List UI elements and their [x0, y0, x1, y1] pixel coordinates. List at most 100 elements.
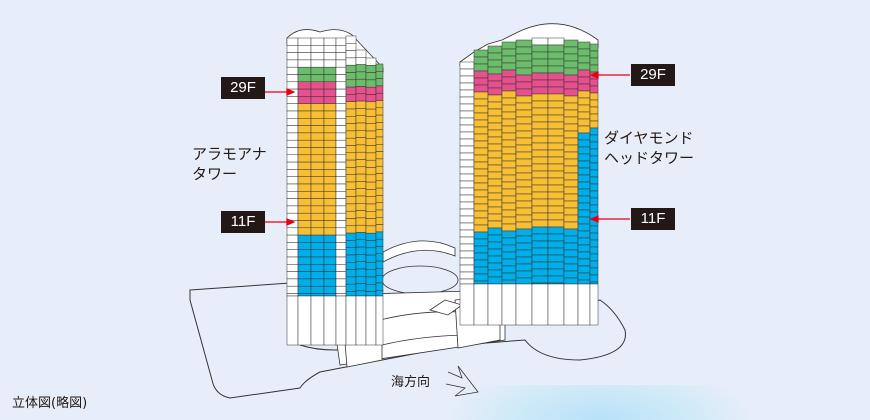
floor-cell [515, 270, 533, 279]
floor-cell [515, 102, 533, 111]
floor-cell [375, 71, 384, 79]
floor-cell [589, 176, 599, 185]
floor-cell [335, 81, 347, 90]
floor-cell [577, 76, 591, 85]
floor-cell [323, 96, 337, 104]
floor-cell [286, 74, 299, 83]
floor-cell [563, 81, 579, 90]
floor-cell [501, 69, 517, 78]
floor-cell [375, 275, 384, 284]
floor-cell [473, 140, 489, 149]
floor-cell [459, 61, 475, 70]
floor-cell [310, 205, 325, 214]
floor-cell [501, 118, 517, 127]
floor-cell [375, 246, 384, 255]
floor-cell [589, 169, 599, 178]
floor-cell [375, 238, 384, 247]
floor-cell [323, 242, 337, 250]
floor-cell [355, 159, 367, 168]
floor-cell [487, 269, 503, 278]
floor-cell [335, 264, 347, 272]
tower-base [345, 295, 357, 346]
floor-cell [531, 205, 549, 214]
floor-cell [375, 231, 384, 240]
floor-cell [355, 261, 367, 270]
floor-cell [563, 158, 579, 167]
alamoana-name-line1: アラモアナ [192, 145, 267, 163]
floor-cell [515, 235, 533, 244]
floor-cell [547, 72, 565, 81]
floor-cell [286, 249, 299, 258]
floor-cell [473, 273, 489, 282]
floor-cell [286, 37, 299, 46]
floor-cell [515, 242, 533, 251]
floor-cell [459, 138, 475, 147]
floor-cell [335, 169, 347, 177]
floor-cell [563, 214, 579, 223]
floor-cell [310, 154, 325, 163]
floor-cell [345, 130, 357, 139]
floor-cell [487, 45, 503, 54]
floor-cell [473, 210, 489, 219]
floor-cell [589, 50, 599, 59]
floor-cell [345, 240, 357, 248]
floor-cell [310, 271, 325, 280]
diamond-head-tower [459, 23, 599, 326]
floor-cell [365, 211, 377, 219]
floor-cell [501, 41, 517, 50]
floor-cell [310, 37, 325, 46]
floor-cell [286, 278, 299, 287]
floor-cell [515, 221, 533, 230]
floor-cell [547, 100, 565, 109]
floor-cell [547, 149, 565, 158]
floor-cell [563, 256, 579, 265]
floor-cell [335, 227, 347, 236]
floor-cell [345, 276, 357, 285]
floor-cell [310, 74, 325, 83]
floor-cell [335, 37, 347, 46]
floor-cell [487, 73, 503, 82]
floor-cell [563, 200, 579, 209]
floor-cell [335, 66, 347, 75]
floor-cell [355, 115, 367, 124]
floor-cell [345, 94, 357, 102]
floor-cell [563, 221, 579, 230]
floor-cell [345, 167, 357, 175]
floor-cell [531, 156, 549, 165]
floor-cell [345, 35, 357, 44]
floor-cell [473, 252, 489, 261]
floor-cell [547, 268, 565, 277]
floor-cell [577, 174, 591, 183]
sea-direction-label: 海方向 [391, 375, 431, 390]
floor-cell [375, 165, 384, 174]
floor-cell [297, 227, 312, 236]
floor-cell [473, 266, 489, 275]
floor-cell [577, 62, 591, 71]
floor-cell [515, 277, 533, 285]
floor-cell [297, 154, 312, 163]
floor-cell [501, 160, 517, 169]
floor-cell [531, 37, 549, 46]
floor-cell [297, 66, 312, 75]
floor-cell [355, 276, 367, 284]
tower-base [589, 283, 599, 326]
sea-direction-arrow [445, 365, 479, 397]
floor-cell [365, 203, 377, 212]
floor-cell [515, 263, 533, 272]
floor-cell [563, 116, 579, 125]
floor-cell [487, 220, 503, 229]
floor-cell [487, 178, 503, 187]
floor-cell [501, 83, 517, 92]
floor-cell [589, 120, 599, 129]
floor-cell [286, 118, 299, 126]
tower-base [365, 295, 377, 346]
floor-cell [547, 261, 565, 270]
floor-cell [515, 39, 533, 48]
floor-cell [335, 161, 347, 170]
floor-cell [459, 236, 475, 245]
floor-cell [365, 86, 377, 95]
floor-cell [375, 268, 384, 276]
floor-cell [531, 240, 549, 249]
floor-cell [473, 175, 489, 184]
